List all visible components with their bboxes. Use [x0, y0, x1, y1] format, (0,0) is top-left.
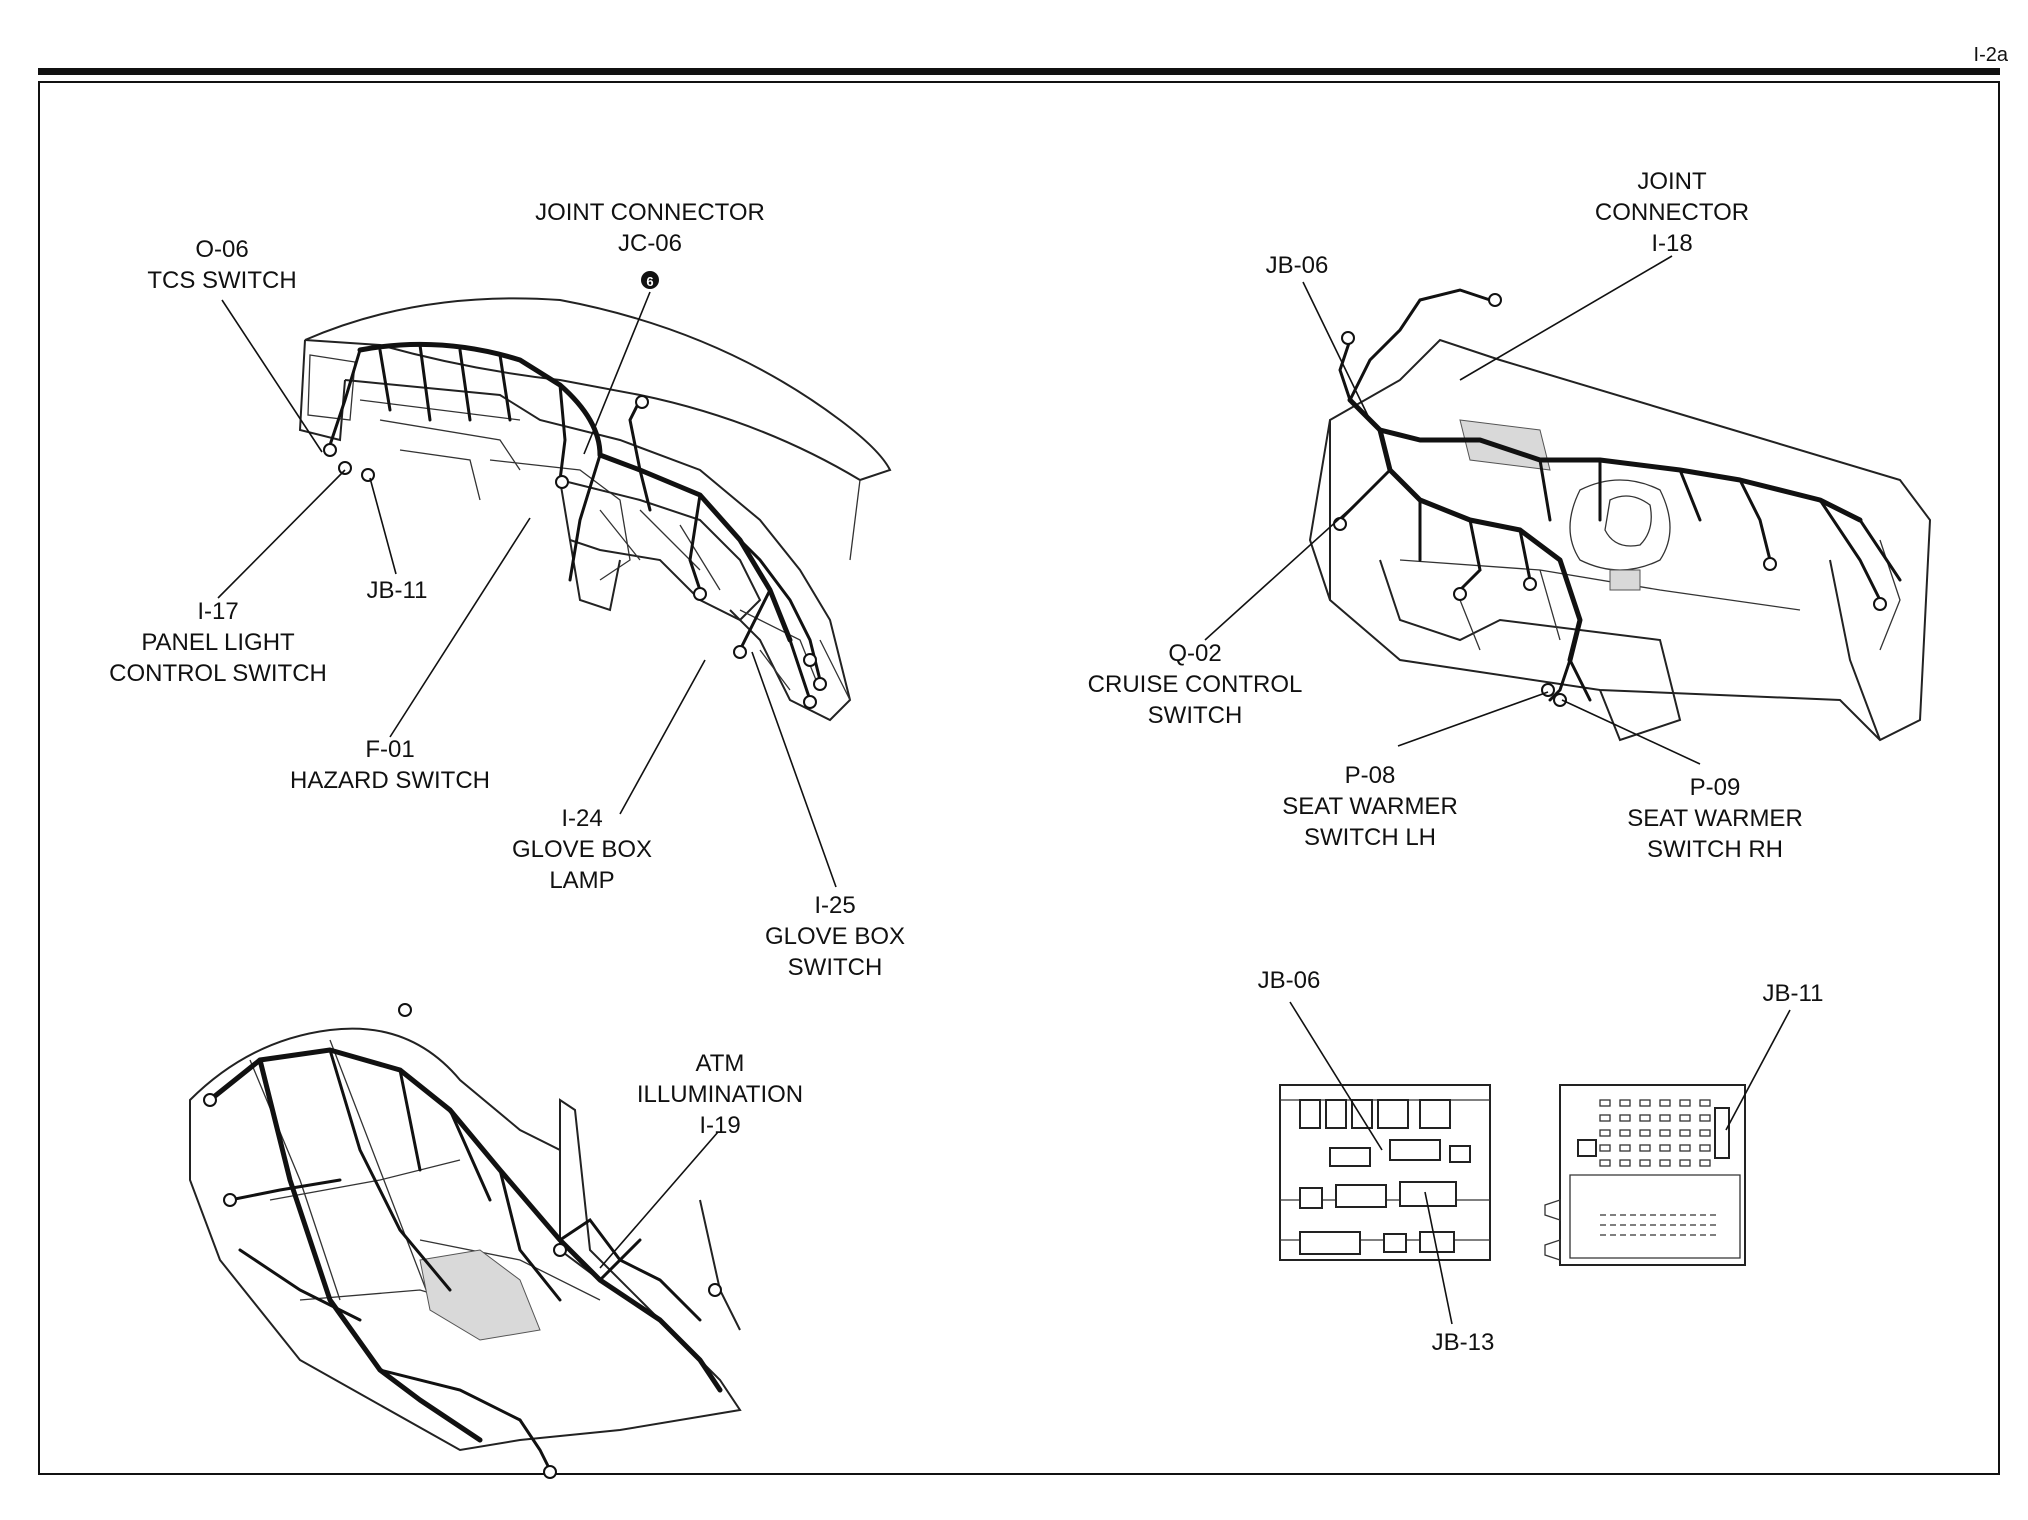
label-tcs-switch: O-06 TCS SWITCH [147, 236, 297, 294]
label-cruise-control-switch: Q-02 CRUISE CONTROL SWITCH [1087, 640, 1303, 729]
label-seat-warmer-lh: P-08 SEAT WARMER SWITCH LH [1282, 762, 1458, 851]
dash-harness-leaders [1204, 255, 1701, 765]
label-joint-connector-jc06: JOINT CONNECTOR JC-06 [535, 199, 765, 257]
label-hazard-switch: F-01 HAZARD SWITCH [290, 736, 490, 794]
atm-illumination-leader [599, 1131, 719, 1269]
jc06-badge-number: 6 [646, 274, 653, 289]
header-rule [38, 68, 2000, 75]
label-jb11-box: JB-11 [1762, 980, 1824, 1007]
label-joint-connector-i18: JOINT CONNECTOR I-18 [1594, 168, 1750, 257]
jb11-fuse-grid [1599, 1099, 1711, 1167]
dash-harness-illustration [1308, 288, 1932, 742]
label-glove-box-switch: I-25 GLOVE BOX SWITCH [764, 892, 906, 981]
page-number: I-2a [1973, 44, 2008, 66]
junction-box-jb06-illustration [1279, 1084, 1491, 1261]
label-seat-warmer-rh: P-09 SEAT WARMER SWITCH RH [1627, 774, 1803, 863]
jc06-badge [641, 271, 659, 289]
label-jb11-left: JB-11 [366, 577, 428, 604]
diagram-frame [38, 81, 2000, 1475]
label-panel-light-control-switch: I-17 PANEL LIGHT CONTROL SWITCH [109, 598, 327, 687]
label-atm-illumination: ATM ILLUMINATION I-19 [636, 1050, 804, 1139]
junction-box-jb11-illustration [1544, 1084, 1746, 1266]
instrument-panel-leaders [217, 291, 837, 888]
floor-harness-illustration [189, 1003, 742, 1479]
instrument-panel-illustration [298, 297, 892, 722]
label-jb06-box: JB-06 [1257, 967, 1321, 994]
label-jb06-top: JB-06 [1265, 252, 1329, 279]
label-glove-box-lamp: I-24 GLOVE BOX LAMP [512, 805, 653, 894]
junction-box-leaders [1289, 1001, 1791, 1325]
label-jb13-box: JB-13 [1431, 1329, 1495, 1356]
